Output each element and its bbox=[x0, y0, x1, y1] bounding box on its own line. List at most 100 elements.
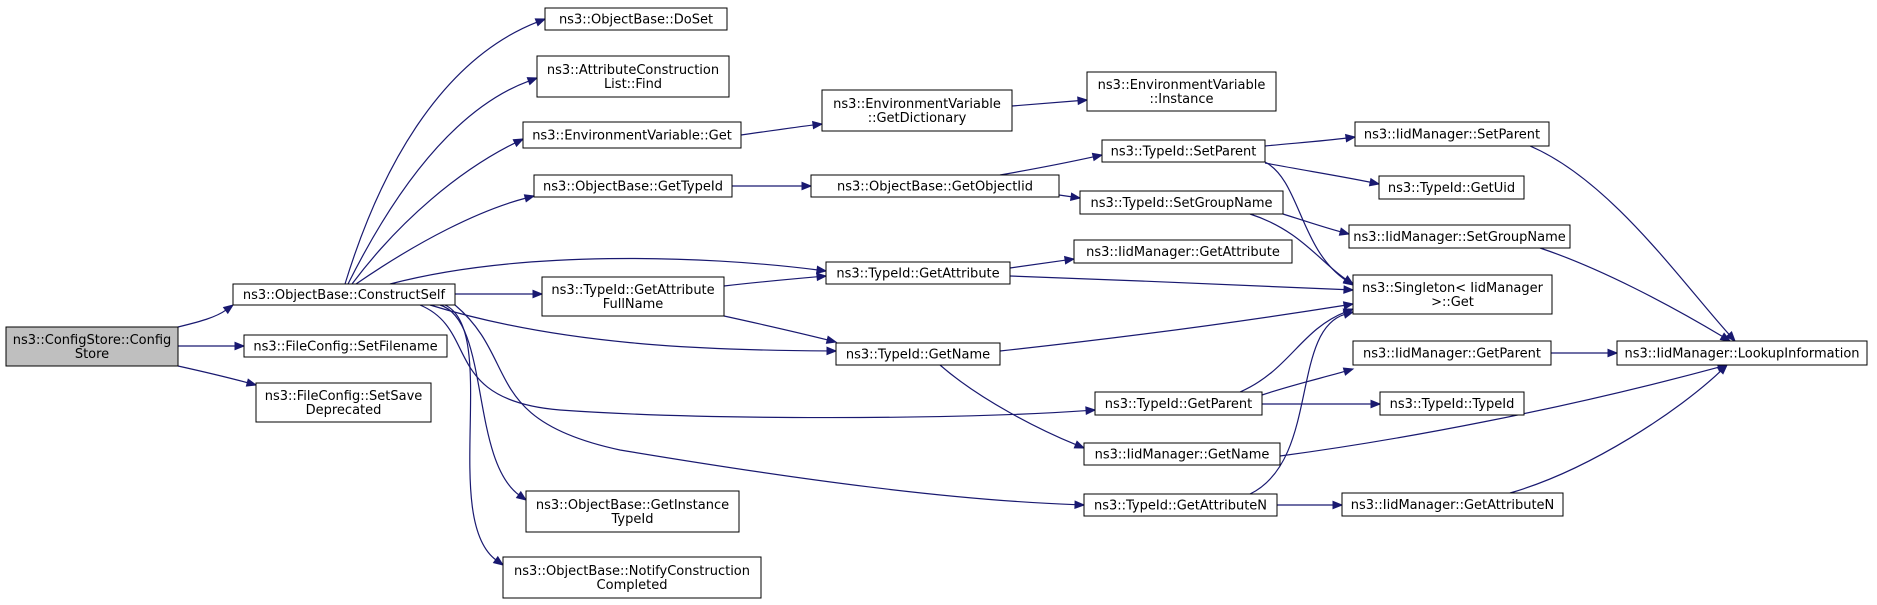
graph-node[interactable]: ns3::ObjectBase::DoSet bbox=[544, 7, 728, 31]
graph-node[interactable]: ns3::TypeId::TypeId bbox=[1379, 391, 1525, 416]
node-box bbox=[821, 89, 1013, 132]
edge-line bbox=[344, 21, 538, 285]
graph-node[interactable]: ns3::TypeId::SetGroupName bbox=[1079, 190, 1284, 215]
edge-n7-to-n12 bbox=[732, 181, 813, 191]
node-label-line: >::Get bbox=[1431, 295, 1474, 310]
edge-n13-to-n18 bbox=[1009, 255, 1076, 269]
edge-arrowhead bbox=[826, 346, 838, 356]
edge-arrowhead bbox=[222, 304, 235, 315]
edge-n0-to-n2 bbox=[178, 341, 246, 351]
edge-line bbox=[1249, 313, 1346, 495]
graph-node[interactable]: ns3::EnvironmentVariable::GetDictionary bbox=[821, 89, 1013, 132]
edge-line bbox=[1261, 370, 1346, 396]
graph-node[interactable]: ns3::TypeId::GetAttribute bbox=[825, 261, 1011, 285]
edge-n1-to-n10 bbox=[444, 304, 505, 566]
edge-n21-to-n28 bbox=[1277, 500, 1344, 510]
graph-node[interactable]: ns3::FileConfig::SetFilename bbox=[243, 334, 448, 358]
graph-node[interactable]: ns3::ObjectBase::NotifyConstructionCompl… bbox=[502, 556, 762, 599]
graph-node[interactable]: ns3::TypeId::GetAttributeN bbox=[1083, 493, 1278, 517]
graph-node[interactable]: ns3::EnvironmentVariable::Instance bbox=[1086, 71, 1277, 112]
edge-arrowhead bbox=[1342, 275, 1355, 285]
graph-node[interactable]: ns3::IidManager::SetParent bbox=[1354, 121, 1550, 147]
graph-node[interactable]: ns3::TypeId::SetParent bbox=[1101, 139, 1266, 163]
graph-node[interactable]: ns3::IidManager::SetGroupName bbox=[1348, 224, 1571, 249]
edge-arrowhead bbox=[825, 335, 838, 344]
graph-node[interactable]: ns3::IidManager::GetName bbox=[1083, 442, 1281, 466]
edge-n1-to-n13 bbox=[389, 257, 828, 285]
graph-node[interactable]: ns3::IidManager::GetAttribute bbox=[1073, 239, 1293, 264]
graph-node[interactable]: ns3::TypeId::GetParent bbox=[1094, 391, 1263, 416]
graph-node[interactable]: ns3::ObjectBase::ConstructSelf bbox=[232, 283, 456, 306]
edge-n1-to-n5 bbox=[347, 77, 539, 285]
graph-node[interactable]: ns3::TypeId::GetUid bbox=[1378, 175, 1525, 200]
edge-n21-to-n22 bbox=[1249, 310, 1355, 495]
edge-n6-to-n11 bbox=[740, 120, 824, 136]
edge-arrowhead bbox=[1725, 331, 1736, 343]
edge-n8-to-n13 bbox=[723, 272, 828, 287]
edge-line bbox=[389, 257, 819, 285]
edge-n12-to-n17 bbox=[1058, 192, 1082, 201]
edge-n1-to-n7 bbox=[355, 194, 536, 285]
edge-arrowhead bbox=[1338, 227, 1351, 236]
edge-line bbox=[429, 304, 829, 352]
graph-node[interactable]: ns3::EnvironmentVariable::Get bbox=[522, 121, 742, 149]
node-label-line: ::Instance bbox=[1149, 92, 1213, 107]
node-label-line: ns3::FileConfig::SetFilename bbox=[253, 340, 437, 355]
node-label-line: FullName bbox=[603, 297, 664, 312]
edge-n11-to-n15 bbox=[1011, 96, 1089, 107]
node-label-line: ns3::IidManager::GetAttribute bbox=[1086, 245, 1280, 260]
edge-arrowhead bbox=[1074, 500, 1086, 510]
node-label-line: List::Find bbox=[604, 77, 662, 92]
graph-node[interactable]: ns3::ObjectBase::GetTypeId bbox=[533, 174, 733, 198]
edge-arrowhead bbox=[1064, 255, 1076, 265]
edge-n26-to-n29 bbox=[1551, 348, 1619, 358]
node-label-line: ns3::TypeId::TypeId bbox=[1390, 397, 1515, 412]
edge-arrowhead bbox=[512, 138, 525, 148]
edge-line bbox=[419, 304, 1088, 419]
node-box bbox=[835, 342, 1001, 366]
edge-arrowhead bbox=[1370, 399, 1382, 409]
node-box bbox=[1079, 190, 1284, 215]
node-label-line: ns3::TypeId::SetGroupName bbox=[1090, 196, 1272, 211]
node-label-line: ns3::FileConfig::SetSave bbox=[265, 389, 423, 404]
edge-arrowhead bbox=[1343, 285, 1355, 294]
edge-n12-to-n16 bbox=[999, 152, 1104, 176]
edge-line bbox=[740, 124, 815, 136]
node-box bbox=[522, 121, 742, 149]
edge-line bbox=[1009, 275, 1346, 291]
edge-line bbox=[1282, 213, 1342, 233]
graph-node[interactable]: ns3::TypeId::GetName bbox=[835, 342, 1001, 366]
node-label-line: Deprecated bbox=[306, 403, 382, 418]
node-box bbox=[525, 490, 740, 533]
edge-arrowhead bbox=[1342, 367, 1355, 376]
graph-node[interactable]: ns3::ObjectBase::GetObjectIid bbox=[810, 174, 1060, 198]
edge-arrowhead bbox=[526, 77, 539, 86]
node-label-line: ns3::IidManager::SetGroupName bbox=[1353, 230, 1566, 245]
node-box bbox=[1379, 391, 1525, 416]
graph-node[interactable]: ns3::Singleton< IidManager>::Get bbox=[1352, 274, 1553, 315]
node-box bbox=[1094, 391, 1263, 416]
edge-line bbox=[351, 141, 517, 285]
edge-arrowhead bbox=[1332, 500, 1344, 510]
node-label-line: Store bbox=[75, 347, 109, 362]
edge-arrowhead bbox=[1719, 332, 1732, 342]
edge-line bbox=[723, 315, 829, 341]
edge-n1-to-n4 bbox=[344, 18, 547, 285]
edge-n1-to-n8 bbox=[454, 289, 544, 299]
edge-line bbox=[177, 365, 249, 384]
graph-node[interactable]: ns3::IidManager::GetAttributeN bbox=[1341, 492, 1564, 517]
node-label-line: ns3::ObjectBase::GetTypeId bbox=[543, 180, 723, 195]
edge-n1-to-n14 bbox=[429, 304, 838, 356]
graph-node[interactable]: ns3::IidManager::LookupInformation bbox=[1616, 340, 1868, 366]
edge-arrowhead bbox=[812, 120, 824, 130]
node-label-line: ns3::ConfigStore::Config bbox=[13, 333, 172, 348]
graph-node[interactable]: ns3::IidManager::GetParent bbox=[1352, 340, 1552, 366]
node-box bbox=[243, 334, 448, 358]
node-box bbox=[255, 382, 432, 423]
node-box bbox=[825, 261, 1011, 285]
